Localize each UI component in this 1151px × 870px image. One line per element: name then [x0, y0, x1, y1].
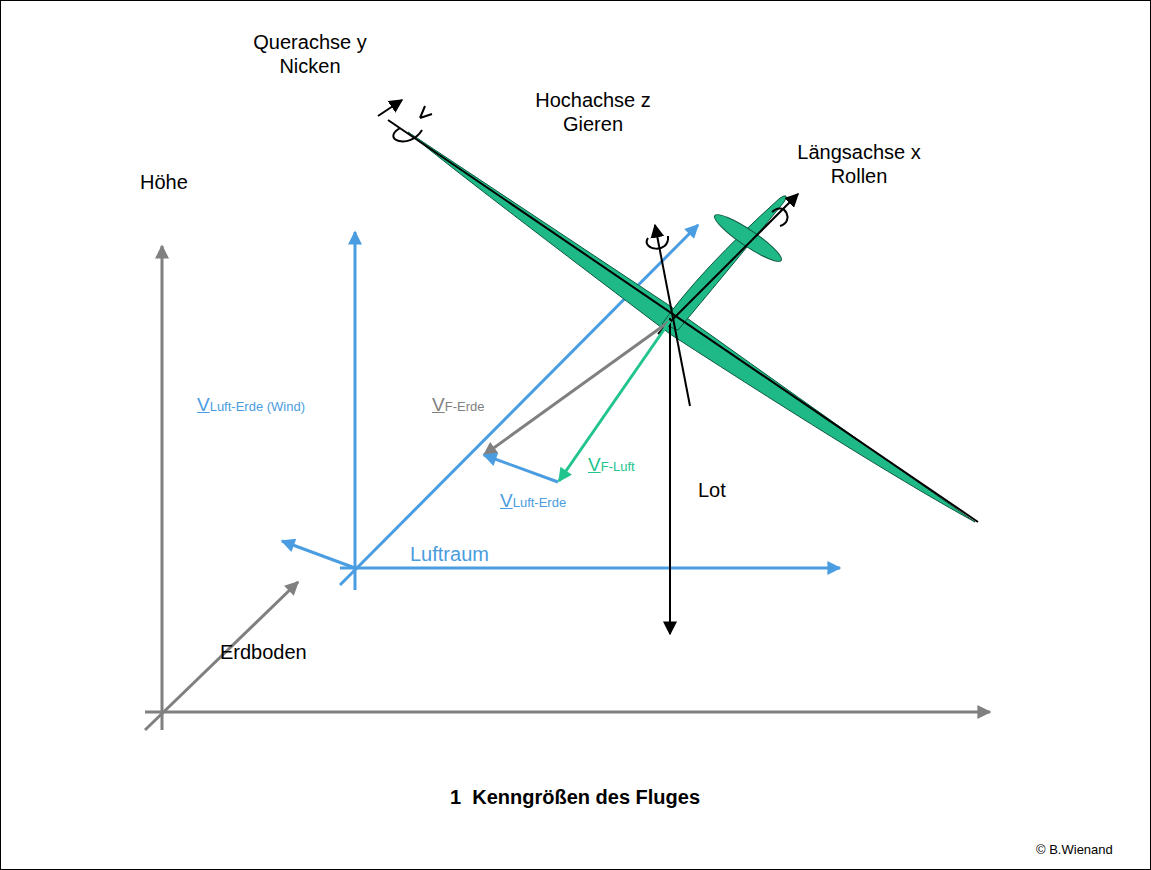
- vector-label: VLuft-Erde: [500, 492, 566, 512]
- axis-label: Querachse y Nicken: [240, 30, 380, 78]
- axis-label: Lot: [698, 478, 726, 502]
- axis-label: Längsachse x Rollen: [784, 140, 934, 188]
- axis-label: Höhe: [140, 170, 188, 194]
- vector-label: VLuft-Erde (Wind): [196, 396, 306, 416]
- vector-label: VF-Erde: [432, 396, 484, 416]
- vector-label: VF-Luft: [588, 456, 635, 476]
- copyright-note: © B.Wienand: [1036, 842, 1113, 858]
- axis-label: Hochachse z Gieren: [528, 88, 658, 136]
- figure-caption: 1 Kenngrößen des Fluges: [450, 786, 700, 809]
- axis-label: Luftraum: [410, 542, 489, 566]
- axis-label: Erdboden: [220, 640, 307, 664]
